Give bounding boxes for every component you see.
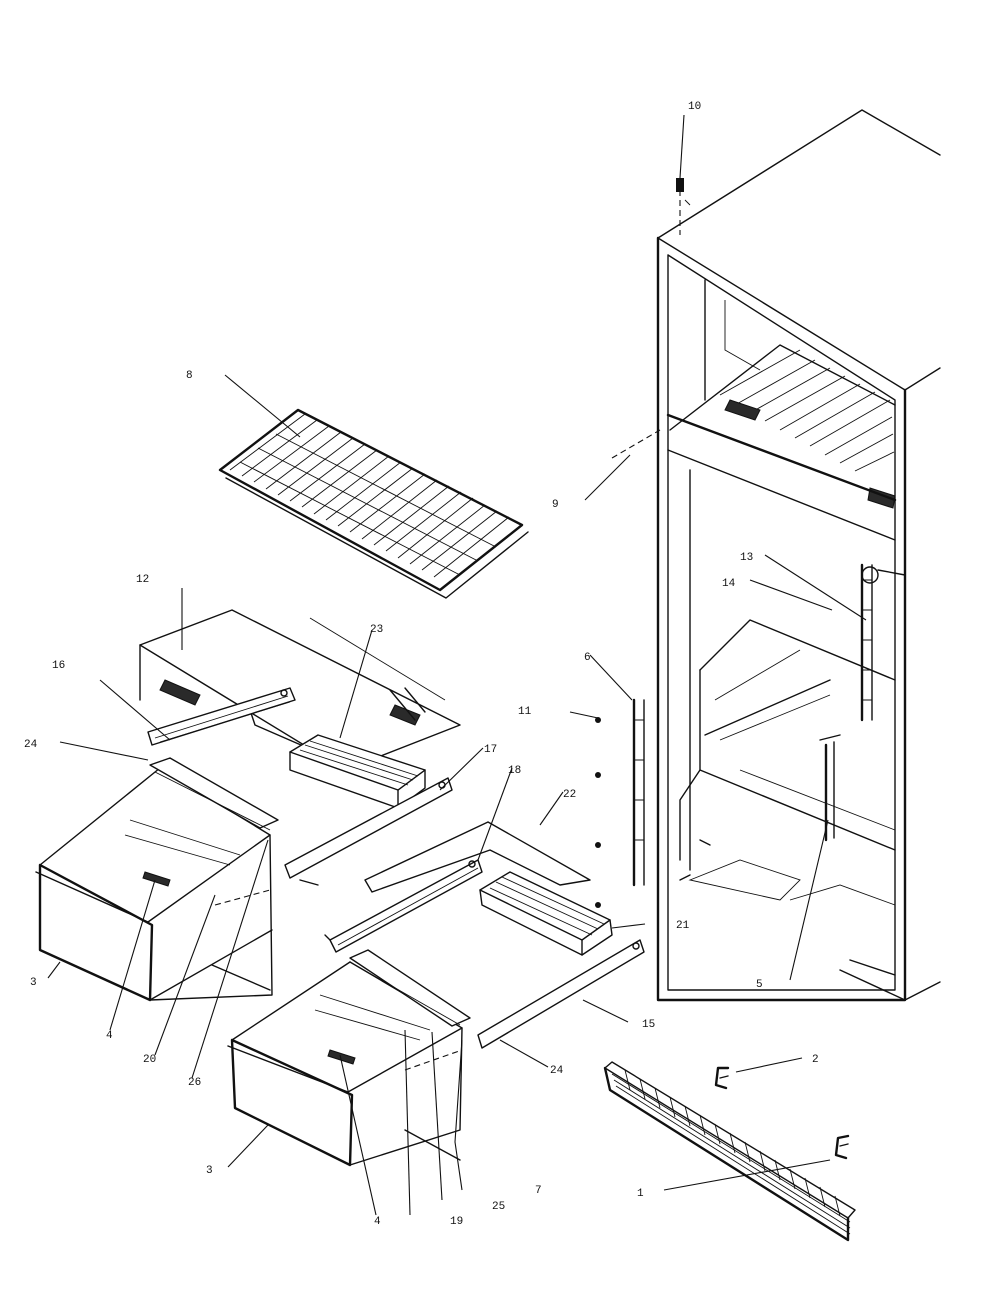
callout-labels: 1 2 3 3 4 4 5 6 7 8 9 10 11 12 13 14 15 …: [24, 101, 819, 1228]
callout-4-upper: 4: [106, 1030, 113, 1042]
callout-6: 6: [584, 652, 591, 664]
drawer-rail-front: [477, 939, 645, 1049]
callout-24-lower: 24: [550, 1065, 564, 1077]
callout-11: 11: [518, 706, 532, 718]
callout-17: 17: [484, 744, 497, 756]
pan-rail-lower: [479, 871, 613, 956]
callout-9: 9: [552, 499, 559, 511]
callout-12: 12: [136, 574, 149, 586]
callout-5: 5: [756, 979, 763, 991]
grille-clip-upper: [714, 1066, 730, 1090]
callout-14: 14: [722, 578, 736, 590]
callout-1: 1: [637, 1188, 644, 1200]
refrigerator-cabinet: [656, 109, 941, 1002]
pan-rail-upper: [289, 734, 426, 809]
wire-shelf: [218, 408, 529, 599]
crisper-cover: [139, 609, 461, 771]
crisper-drawer-lower: [227, 949, 471, 1167]
crisper-bracket: [819, 734, 841, 842]
drawer-rail-lower-cover: [364, 821, 591, 893]
callout-2: 2: [812, 1054, 819, 1066]
callout-3-lower: 3: [206, 1165, 213, 1177]
callout-24-upper: 24: [24, 739, 38, 751]
callout-18: 18: [508, 765, 521, 777]
grille: [603, 1061, 856, 1242]
callout-13: 13: [740, 552, 753, 564]
grille-clip-lower: [834, 1134, 850, 1160]
callout-19: 19: [450, 1216, 463, 1228]
callout-7: 7: [535, 1185, 542, 1197]
callout-3-upper: 3: [30, 977, 37, 989]
callout-23: 23: [370, 624, 383, 636]
callout-10: 10: [688, 101, 701, 113]
screws: [595, 717, 601, 908]
callout-20: 20: [143, 1054, 156, 1066]
callout-21: 21: [676, 920, 690, 932]
callout-22: 22: [563, 789, 576, 801]
crisper-drawer-upper: [35, 757, 279, 1002]
slide-rail-left: [147, 687, 296, 746]
leader-lines: [47, 114, 867, 1216]
callout-8: 8: [186, 370, 193, 382]
shelf-ladder: [632, 698, 645, 887]
drawer-rail-right: [284, 777, 453, 886]
callout-16: 16: [52, 660, 65, 672]
callout-26: 26: [188, 1077, 201, 1089]
slide-rail-lower: [324, 859, 483, 953]
callout-4-lower: 4: [374, 1216, 381, 1228]
clip-dashed-link: [611, 429, 661, 459]
callout-15: 15: [642, 1019, 655, 1031]
callout-25: 25: [492, 1201, 505, 1213]
